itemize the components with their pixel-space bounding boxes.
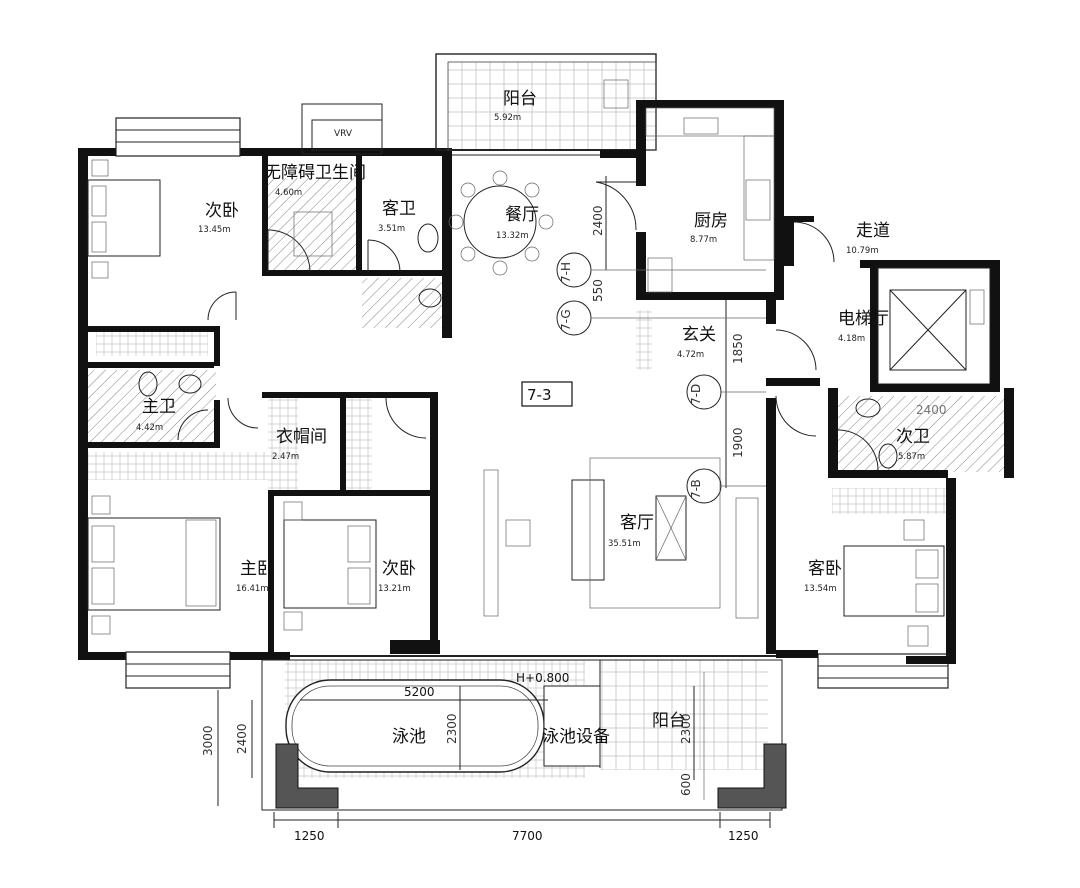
room-name-kitchen: 厨房 [694,211,728,231]
room-area-second-bath: 5.87m [898,452,925,462]
pool-area [261,659,787,811]
dim-axis-gap: 550 [591,279,605,302]
room-area-bedroom-nw: 13.45m [198,225,231,235]
room-name-bedroom-s: 次卧 [382,559,416,579]
axis-label-7d: 7-D [689,384,703,405]
axis-label-7g: 7-G [559,309,573,331]
room-area-living: 35.51m [608,539,641,549]
dim-left-inner: 2400 [235,723,249,754]
dim-balcony-ledge: 600 [679,773,693,796]
room-name-pool: 泳池 [392,727,426,747]
room-area-foyer: 4.72m [677,350,704,360]
unit-tag-frame [521,381,573,407]
room-area-elevator-hall: 4.18m [838,334,865,344]
dim-pool-elevation: H+0.800 [516,671,569,685]
room-area-master-bedroom: 16.41m [236,584,269,594]
ac-unit-label: VRV [334,129,353,139]
dimension-lines [217,176,771,828]
walls [78,53,1014,689]
door-swings [177,181,879,471]
room-area-guest-bath: 3.51m [378,224,405,234]
room-name-guest-bath: 客卫 [382,199,416,219]
dim-balcony-depth: 2300 [679,713,693,744]
dim-bath-width: 2400 [916,403,947,417]
room-area-dining: 13.32m [496,231,529,241]
room-name-elevator-hall: 电梯厅 [838,309,889,329]
dim-bottom-middle: 7700 [512,829,543,843]
room-name-balcony-bottom: 阳台 [652,711,686,731]
floor-textures [88,62,1014,778]
room-name-pool-equipment: 泳池设备 [542,727,610,747]
room-name-guest-bedroom: 客卧 [808,559,842,579]
annotations: 7-3 7-H 7-G 7-D 7-B 1250 7700 1250 5200 … [201,129,947,843]
dim-dining-depth: 2400 [591,205,605,236]
unit-label: 7-3 [527,386,552,404]
room-area-balcony-top: 5.92m [494,113,521,123]
room-area-guest-bedroom: 13.54m [804,584,837,594]
room-name-master-bedroom: 主卧 [240,559,274,579]
dim-foyer-depth: 1850 [731,333,745,364]
dim-bottom-right: 1250 [728,829,759,843]
room-name-second-bath: 次卫 [896,427,930,447]
axis-label-7h: 7-H [559,262,573,283]
room-name-balcony-top: 阳台 [503,89,537,109]
room-area-master-bath: 4.42m [136,423,163,433]
dim-left-outer: 3000 [201,725,215,756]
dim-living-depth: 1900 [731,427,745,458]
room-area-bedroom-s: 13.21m [378,584,411,594]
dim-pool-width: 2300 [445,713,459,744]
room-area-kitchen: 8.77m [690,235,717,245]
room-name-living: 客厅 [620,513,654,533]
room-name-corridor: 走道 [856,221,890,241]
room-name-cloakroom: 衣帽间 [276,427,327,447]
room-labels: 阳台 5.92m 无障碍卫生间 4.60m 客卫 3.51m 次卧 13.45m… [136,89,930,747]
axis-markers [556,252,766,504]
dim-bottom-left: 1250 [294,829,325,843]
dim-pool-length: 5200 [404,685,435,699]
room-name-master-bath: 主卫 [142,397,176,417]
room-area-cloakroom: 2.47m [272,452,299,462]
room-area-accessible-bath: 4.60m [275,188,302,198]
axis-label-7b: 7-B [689,479,703,499]
room-name-dining: 餐厅 [505,205,539,225]
room-area-corridor: 10.79m [846,246,879,256]
room-name-bedroom-nw: 次卧 [205,201,239,221]
fixtures [87,79,985,647]
room-name-foyer: 玄关 [682,325,716,345]
room-name-accessible-bath: 无障碍卫生间 [264,163,366,183]
